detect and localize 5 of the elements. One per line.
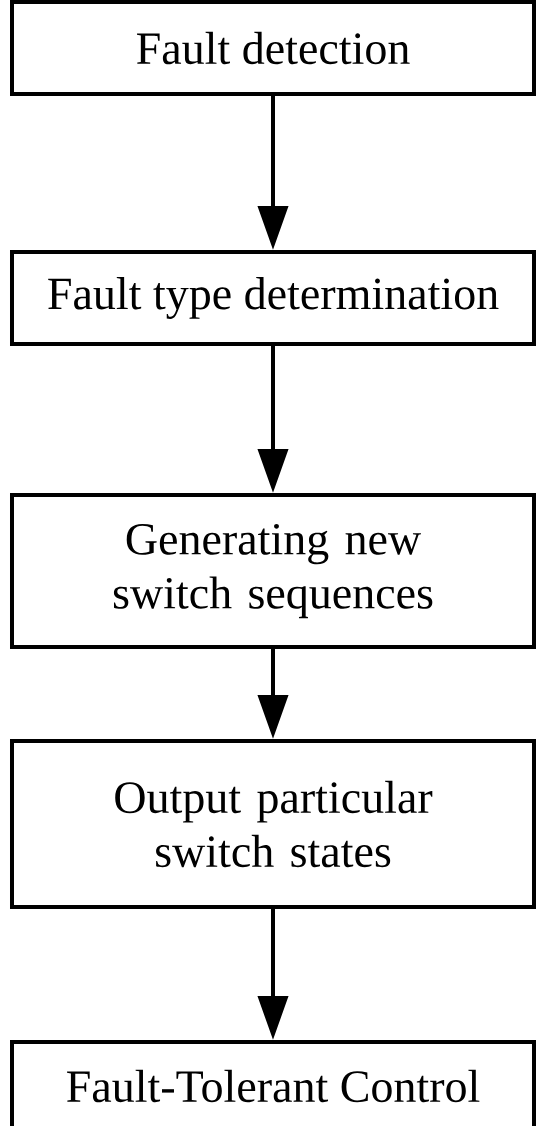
process-box: Fault-Tolerant Control (10, 1040, 536, 1126)
process-box: Fault detection (10, 0, 536, 96)
process-box: Fault type determination (10, 250, 536, 346)
process-box: Output particular switch states (10, 739, 536, 909)
process-box: Generating new switch sequences (10, 493, 536, 649)
